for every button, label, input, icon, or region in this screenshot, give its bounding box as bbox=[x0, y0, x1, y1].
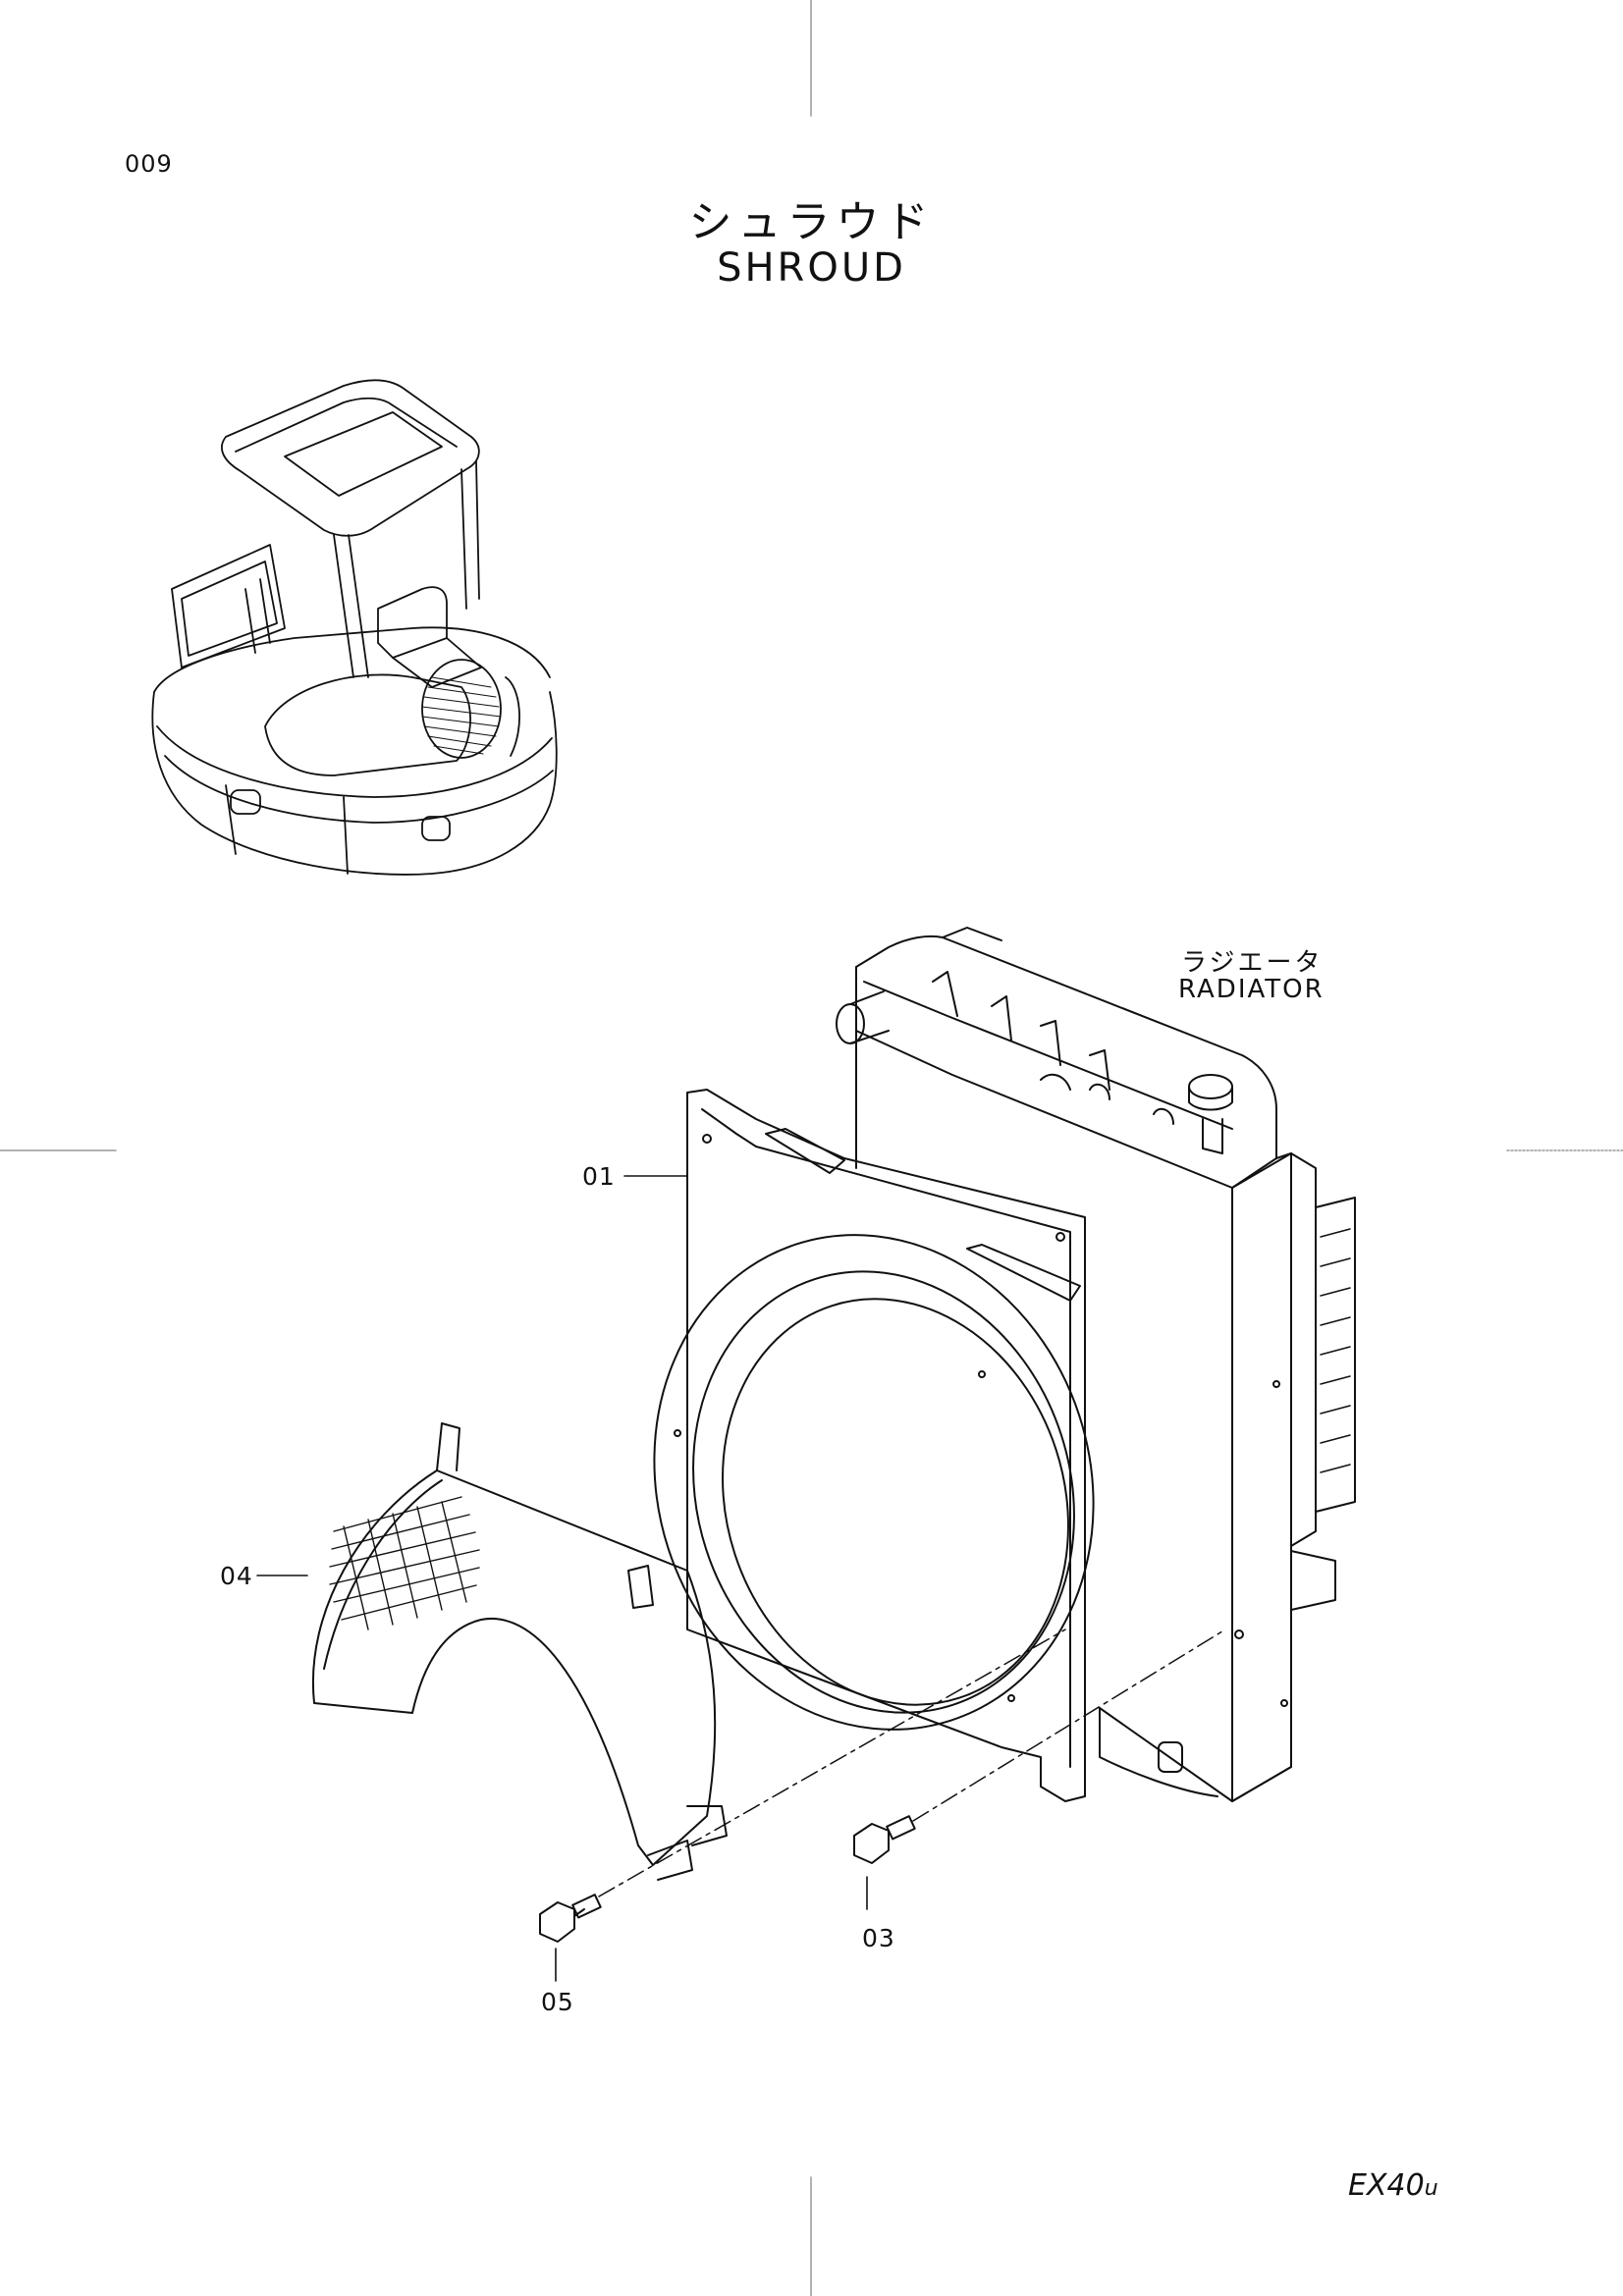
model-label: EX40u bbox=[1348, 2168, 1438, 2203]
assembly-lines bbox=[598, 1629, 1226, 1897]
model-name: EX40 bbox=[1348, 2168, 1425, 2203]
bolt-part-03 bbox=[853, 1815, 916, 1864]
leader-lines bbox=[256, 1175, 868, 1982]
guard-mesh bbox=[329, 1496, 480, 1630]
shroud-part-01 bbox=[653, 1089, 1095, 1802]
page-title-english: SHROUD bbox=[717, 245, 906, 291]
fan-grille-shading bbox=[421, 676, 502, 755]
model-suffix: u bbox=[1424, 2176, 1438, 2201]
radiator-label-japanese: ラジエータ bbox=[1181, 948, 1324, 978]
bolt-part-05 bbox=[539, 1894, 602, 1943]
page-title-japanese: シュラウド bbox=[688, 197, 935, 247]
excavator-overview-illustration bbox=[151, 379, 558, 876]
callout-04: 04 bbox=[220, 1562, 253, 1590]
callout-01: 01 bbox=[582, 1162, 616, 1191]
side-fins bbox=[1320, 1228, 1351, 1473]
page-number: 009 bbox=[125, 150, 173, 178]
callout-03: 03 bbox=[862, 1924, 895, 1952]
fan-guard-part-04 bbox=[311, 1422, 728, 1881]
radiator-label-english: RADIATOR bbox=[1178, 975, 1325, 1004]
radiator-illustration bbox=[836, 927, 1356, 1802]
callout-05: 05 bbox=[541, 1988, 574, 2016]
